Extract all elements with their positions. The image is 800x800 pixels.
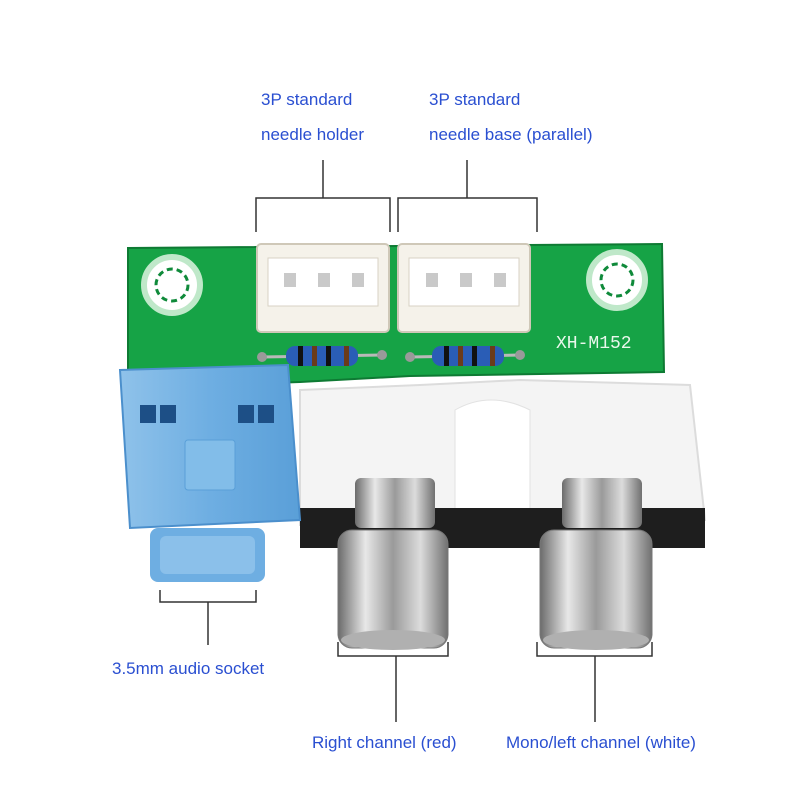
connector-needle-base <box>397 243 531 333</box>
left-channel-label: Mono/left channel (white) <box>506 733 696 752</box>
pcb-board: XH-M152 L R <box>127 242 666 390</box>
needle-holder-label-line2: needle holder <box>261 125 365 144</box>
needle-base-label-line2: needle base (parallel) <box>429 125 593 144</box>
audio-jack-3-5mm <box>118 363 302 582</box>
resistor-left <box>257 346 387 366</box>
needle-base-label-line1: 3P standard <box>429 90 521 109</box>
rca-jack-left-channel <box>539 478 653 650</box>
needle-holder-label-line1: 3P standard <box>261 90 353 109</box>
connector-needle-holder <box>256 243 390 333</box>
callout-brackets <box>159 160 653 722</box>
rca-jack-right-channel <box>337 478 449 650</box>
mounting-hole-left <box>141 254 203 316</box>
mounting-hole-right <box>586 249 648 311</box>
resistor-right <box>405 346 525 366</box>
right-channel-label: Right channel (red) <box>312 733 457 752</box>
audio-socket-label: 3.5mm audio socket <box>112 659 265 678</box>
silkscreen-model: XH-M152 <box>556 334 632 354</box>
